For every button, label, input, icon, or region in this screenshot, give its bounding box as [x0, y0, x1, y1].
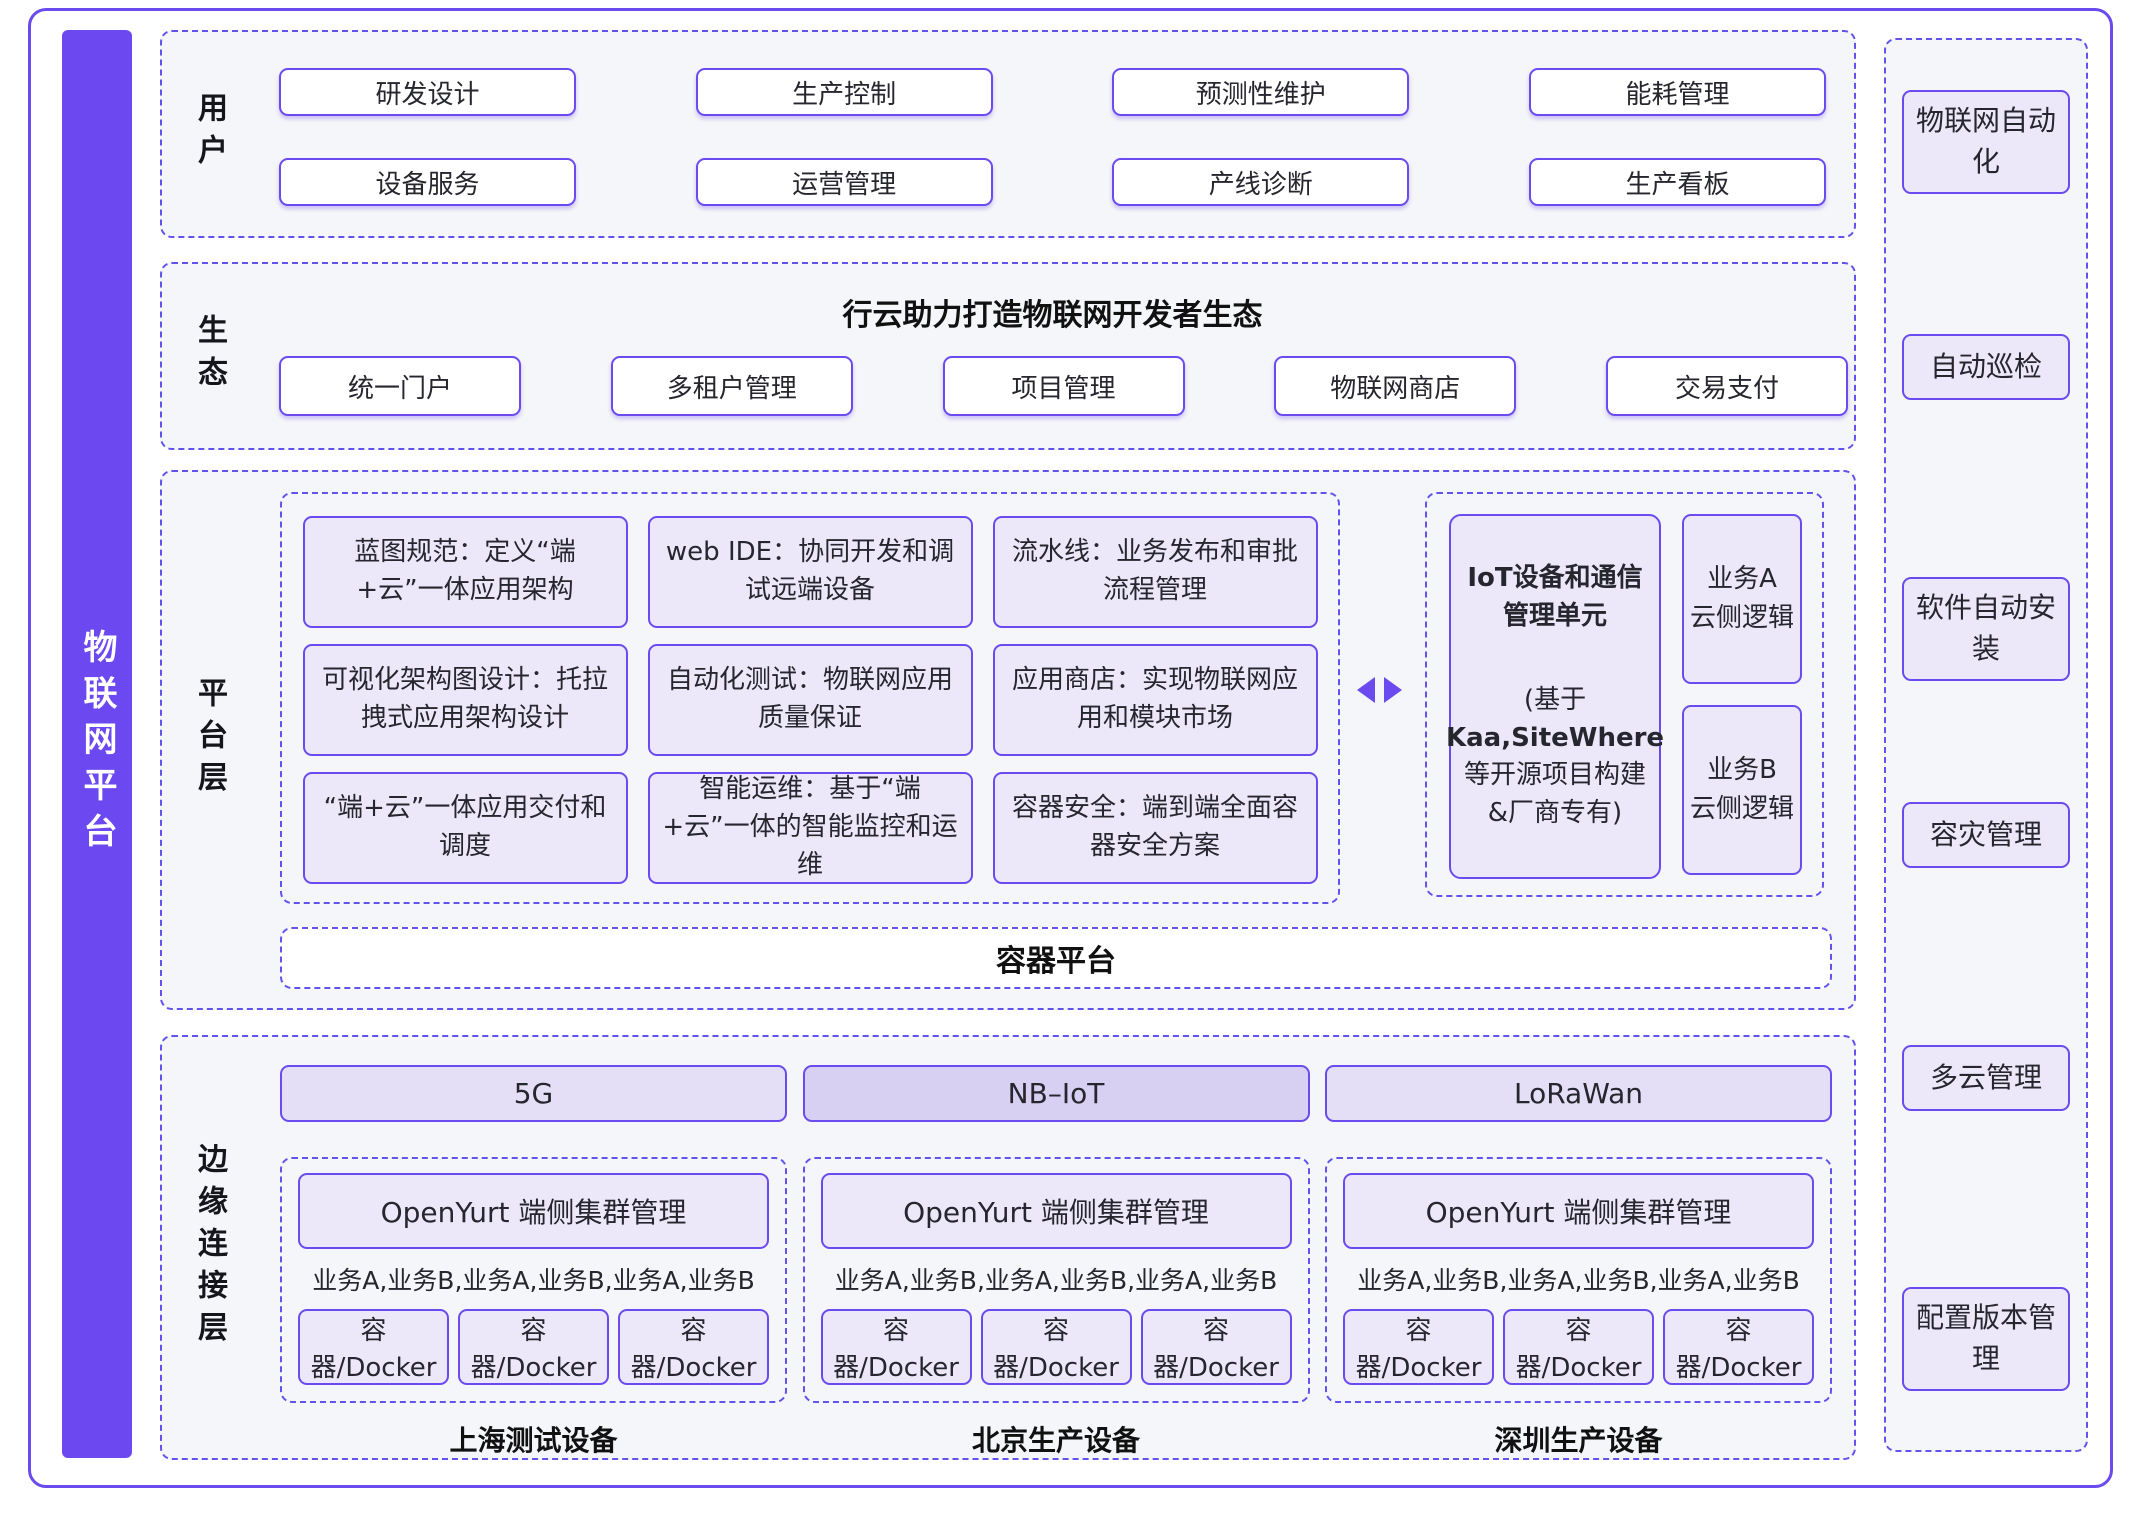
- edge-group-beijing: OpenYurt 端侧集群管理 业务A,业务B,业务A,业务B,业务A,业务B …: [802, 1157, 1310, 1459]
- section-platform-layer: 平台层 蓝图规范：定义“端+云”一体应用架构 web IDE：协同开发和调试远端…: [160, 470, 1856, 1010]
- rail-box-disaster-recovery: 容灾管理: [1902, 802, 2070, 868]
- bidirectional-arrows: [1357, 677, 1402, 703]
- section-users: 用户 研发设计 生产控制 预测性维护 能耗管理 设备服务 运营管理 产线诊断 生…: [160, 30, 1856, 238]
- ecosystem-box-row: 统一门户 多租户管理 项目管理 物联网商店 交易支付: [279, 356, 1848, 416]
- docker-box: 容器/Docker: [298, 1309, 449, 1385]
- right-arrow-icon: [1384, 677, 1402, 703]
- docker-box: 容器/Docker: [1140, 1309, 1292, 1385]
- iot-unit-subline: (基于: [1523, 684, 1587, 715]
- service-a-label: 业务A: [1707, 564, 1777, 594]
- openyurt-cluster-group: OpenYurt 端侧集群管理 业务A,业务B,业务A,业务B,业务A,业务B …: [1325, 1157, 1832, 1403]
- docker-box-row: 容器/Docker 容器/Docker 容器/Docker: [1343, 1309, 1814, 1385]
- docker-box: 容器/Docker: [1503, 1309, 1654, 1385]
- section-edge-layer: 边缘连接层 5G NB–IoT LoRaWan OpenYurt 端侧集群管理 …: [160, 1035, 1856, 1460]
- container-platform-bar: 容器平台: [280, 927, 1832, 989]
- docker-box: 容器/Docker: [618, 1309, 769, 1385]
- docker-box-row: 容器/Docker 容器/Docker 容器/Docker: [820, 1309, 1292, 1385]
- docker-box: 容器/Docker: [458, 1309, 609, 1385]
- user-box-energy-management: 能耗管理: [1528, 68, 1826, 116]
- platform-capability-group: 蓝图规范：定义“端+云”一体应用架构 web IDE：协同开发和调试远端设备 流…: [280, 492, 1340, 904]
- edge-group-shanghai: OpenYurt 端侧集群管理 业务A,业务B,业务A,业务B,业务A,业务B …: [280, 1157, 787, 1459]
- service-a-cloud-logic-box: 业务A 云侧逻辑: [1682, 514, 1802, 684]
- section-ecosystem: 生态 行云助力打造物联网开发者生态 统一门户 多租户管理 项目管理 物联网商店 …: [160, 262, 1856, 450]
- rail-box-multicloud-management: 多云管理: [1902, 1045, 2070, 1111]
- edge-services-text: 业务A,业务B,业务A,业务B,业务A,业务B: [312, 1266, 755, 1295]
- docker-box: 容器/Docker: [1343, 1309, 1494, 1385]
- rail-box-iot-automation: 物联网自动化: [1902, 90, 2070, 194]
- iot-unit-subline-projects: Kaa,SiteWhere: [1445, 722, 1665, 753]
- service-b-label: 业务B: [1707, 755, 1777, 785]
- eco-box-trade-payment: 交易支付: [1606, 356, 1848, 416]
- platform-box-web-ide: web IDE：协同开发和调试远端设备: [647, 516, 973, 628]
- platform-box-container-security: 容器安全：端到端全面容器安全方案: [992, 772, 1318, 884]
- docker-box: 容器/Docker: [1663, 1309, 1814, 1385]
- docker-box-row: 容器/Docker 容器/Docker 容器/Docker: [298, 1309, 769, 1385]
- iot-unit-subline: &厂商专有): [1487, 797, 1623, 828]
- platform-section-label: 平台层: [192, 677, 227, 803]
- openyurt-cluster-group: OpenYurt 端侧集群管理 业务A,业务B,业务A,业务B,业务A,业务B …: [280, 1157, 787, 1403]
- iot-unit-title: IoT设备和通信管理单元: [1467, 563, 1643, 632]
- iot-unit-group: IoT设备和通信管理单元 (基于 Kaa,SiteWhere 等开源项目构建 &…: [1425, 492, 1824, 897]
- edge-section-label: 边缘连接层: [192, 1142, 227, 1353]
- openyurt-cluster-box: OpenYurt 端侧集群管理: [1343, 1173, 1814, 1249]
- user-box-device-service: 设备服务: [279, 158, 576, 206]
- platform-box-visual-architecture: 可视化架构图设计：托拉拽式应用架构设计: [302, 644, 628, 756]
- platform-box-pipeline: 流水线：业务发布和审批流程管理: [992, 516, 1318, 628]
- ecosystem-section-label: 生态: [192, 314, 227, 398]
- users-section-label: 用户: [192, 92, 227, 176]
- docker-box: 容器/Docker: [820, 1309, 972, 1385]
- network-5g-bar: 5G: [280, 1065, 787, 1122]
- right-capability-rail: 物联网自动化 自动巡检 软件自动安装 容灾管理 多云管理 配置版本管理: [1884, 38, 2088, 1452]
- network-nbiot-bar: NB–IoT: [802, 1065, 1310, 1122]
- edge-device-groups: OpenYurt 端侧集群管理 业务A,业务B,业务A,业务B,业务A,业务B …: [280, 1157, 1832, 1459]
- user-box-predictive-maintenance: 预测性维护: [1112, 68, 1410, 116]
- user-box-line-diagnosis: 产线诊断: [1112, 158, 1410, 206]
- ecosystem-title: 行云助力打造物联网开发者生态: [842, 298, 1263, 333]
- eco-box-iot-store: 物联网商店: [1274, 356, 1517, 416]
- user-box-production-control: 生产控制: [695, 68, 993, 116]
- edge-services-text: 业务A,业务B,业务A,业务B,业务A,业务B: [834, 1266, 1278, 1295]
- page-border: [28, 8, 2113, 1488]
- openyurt-cluster-group: OpenYurt 端侧集群管理 业务A,业务B,业务A,业务B,业务A,业务B …: [802, 1157, 1310, 1403]
- openyurt-cluster-box: OpenYurt 端侧集群管理: [298, 1173, 769, 1249]
- openyurt-cluster-box: OpenYurt 端侧集群管理: [820, 1173, 1292, 1249]
- service-a-sublabel: 云侧逻辑: [1689, 603, 1794, 633]
- user-box-production-board: 生产看板: [1528, 158, 1826, 206]
- platform-box-edge-cloud-delivery: “端+云”一体应用交付和调度: [302, 772, 628, 884]
- user-box-operation-management: 运营管理: [695, 158, 993, 206]
- eco-box-multitenant: 多租户管理: [610, 356, 853, 416]
- iot-unit-subline: 等开源项目构建: [1463, 760, 1646, 791]
- iot-platform-sidebar: 物联网平台: [62, 30, 132, 1458]
- service-b-sublabel: 云侧逻辑: [1689, 794, 1794, 824]
- device-label-beijing: 北京生产设备: [971, 1424, 1140, 1457]
- docker-box: 容器/Docker: [980, 1309, 1132, 1385]
- platform-box-blueprint: 蓝图规范：定义“端+云”一体应用架构: [302, 516, 628, 628]
- service-b-cloud-logic-box: 业务B 云侧逻辑: [1682, 705, 1802, 875]
- rail-box-config-version-management: 配置版本管理: [1902, 1287, 2070, 1391]
- device-label-shanghai: 上海测试设备: [449, 1424, 618, 1457]
- edge-group-shenzhen: OpenYurt 端侧集群管理 业务A,业务B,业务A,业务B,业务A,业务B …: [1325, 1157, 1832, 1459]
- rail-box-auto-inspection: 自动巡检: [1902, 334, 2070, 400]
- device-label-shenzhen: 深圳生产设备: [1494, 1424, 1663, 1457]
- edge-services-text: 业务A,业务B,业务A,业务B,业务A,业务B: [1357, 1266, 1800, 1295]
- platform-box-app-store: 应用商店：实现物联网应用和模块市场: [992, 644, 1318, 756]
- network-bar-row: 5G NB–IoT LoRaWan: [280, 1065, 1832, 1122]
- eco-box-project-management: 项目管理: [942, 356, 1185, 416]
- eco-box-unified-portal: 统一门户: [279, 356, 521, 416]
- platform-box-automated-testing: 自动化测试：物联网应用质量保证: [647, 644, 973, 756]
- platform-box-intelligent-ops: 智能运维：基于“端+云”一体的智能监控和运维: [647, 772, 973, 884]
- users-box-grid: 研发设计 生产控制 预测性维护 能耗管理 设备服务 运营管理 产线诊断 生产看板: [279, 68, 1826, 206]
- left-arrow-icon: [1357, 677, 1375, 703]
- user-box-rd-design: 研发设计: [279, 68, 576, 116]
- iot-platform-sidebar-label: 物联网平台: [77, 629, 117, 859]
- rail-box-software-auto-install: 软件自动安装: [1902, 577, 2070, 681]
- network-lorawan-bar: LoRaWan: [1325, 1065, 1832, 1122]
- iot-device-comm-unit-box: IoT设备和通信管理单元 (基于 Kaa,SiteWhere 等开源项目构建 &…: [1445, 514, 1665, 879]
